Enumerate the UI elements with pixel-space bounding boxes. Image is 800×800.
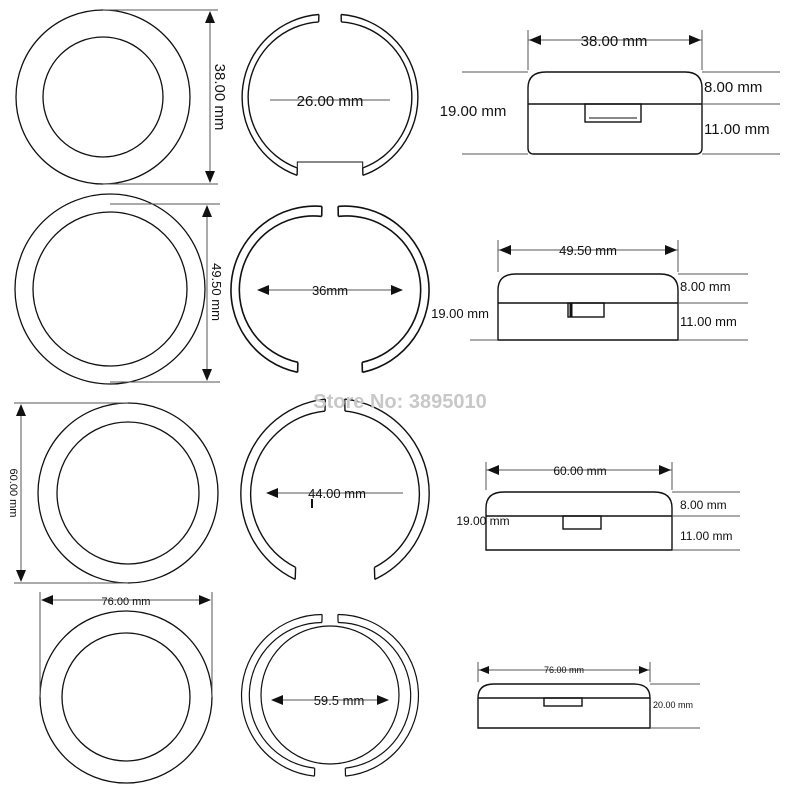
width-label-1: 38.00 mm [581,33,648,50]
height-label-4: 20.00 mm [653,700,693,710]
back-ring-1 [241,13,419,177]
width-dim-2 [470,240,748,341]
outer-diameter-label-2: 49.50 mm [209,263,224,321]
side-profile-4 [477,683,651,729]
back-ring-4 [240,613,420,777]
lid-height-label-2: 8.00 mm [680,279,731,294]
row-1: 38.00 mm 26.00 mm [15,9,780,185]
back-ring-3 [240,398,430,581]
outer-diameter-dim-3 [14,402,128,584]
side-profile-1 [527,71,703,155]
outer-diameter-label-1: 38.00 mm [211,64,228,131]
height-label-2: 19.00 mm [431,306,489,321]
row-3: 60.00 mm 44.00 mm 60.00 [7,398,740,584]
outer-diameter-dim-4 [39,592,213,697]
base-height-label-2: 11.00 mm [680,314,737,329]
width-dim-4 [477,662,700,729]
side-profile-3 [485,491,673,551]
lid-height-label-3: 8.00 mm [680,498,727,512]
width-dim-1 [462,30,780,155]
inner-diameter-label-2: 36mm [312,283,348,298]
width-dim-3 [485,462,740,551]
side-profile-2 [497,273,679,341]
height-label-3: 19.00 mm [456,514,509,528]
front-ring-2 [14,193,206,385]
row-4: 76.00 mm 59.5 mm 76.00 m [39,592,700,784]
width-label-4: 76.00 mm [544,665,584,675]
outer-diameter-label-3: 60.00 mm [7,469,19,518]
front-ring-4 [39,610,213,784]
outer-diameter-dim-1 [103,9,218,185]
base-height-label-1: 11.00 mm [704,121,770,138]
base-height-label-3: 11.00 mm [680,529,732,543]
outer-diameter-dim-2 [110,203,220,383]
front-ring-1 [15,9,191,185]
inner-diameter-label-3: 44.00 mm [308,486,366,501]
lid-height-label-1: 8.00 mm [704,79,762,96]
outer-diameter-label-4: 76.00 mm [102,596,151,608]
width-label-3: 60.00 mm [553,464,606,478]
front-ring-3 [37,402,219,584]
store-watermark: Store No: 3895010 [313,391,486,413]
back-ring-2 [230,205,430,374]
inner-diameter-dim-3 [266,488,403,508]
inner-diameter-dim-2 [257,285,403,295]
inner-diameter-label-1: 26.00 mm [297,93,364,110]
width-label-2: 49.50 mm [559,243,617,258]
height-label-1: 19.00 mm [440,103,507,120]
row-2: 49.50 mm 36mm [14,193,748,385]
inner-diameter-label-4: 59.5 mm [314,693,365,708]
inner-diameter-dim-4 [271,695,389,705]
